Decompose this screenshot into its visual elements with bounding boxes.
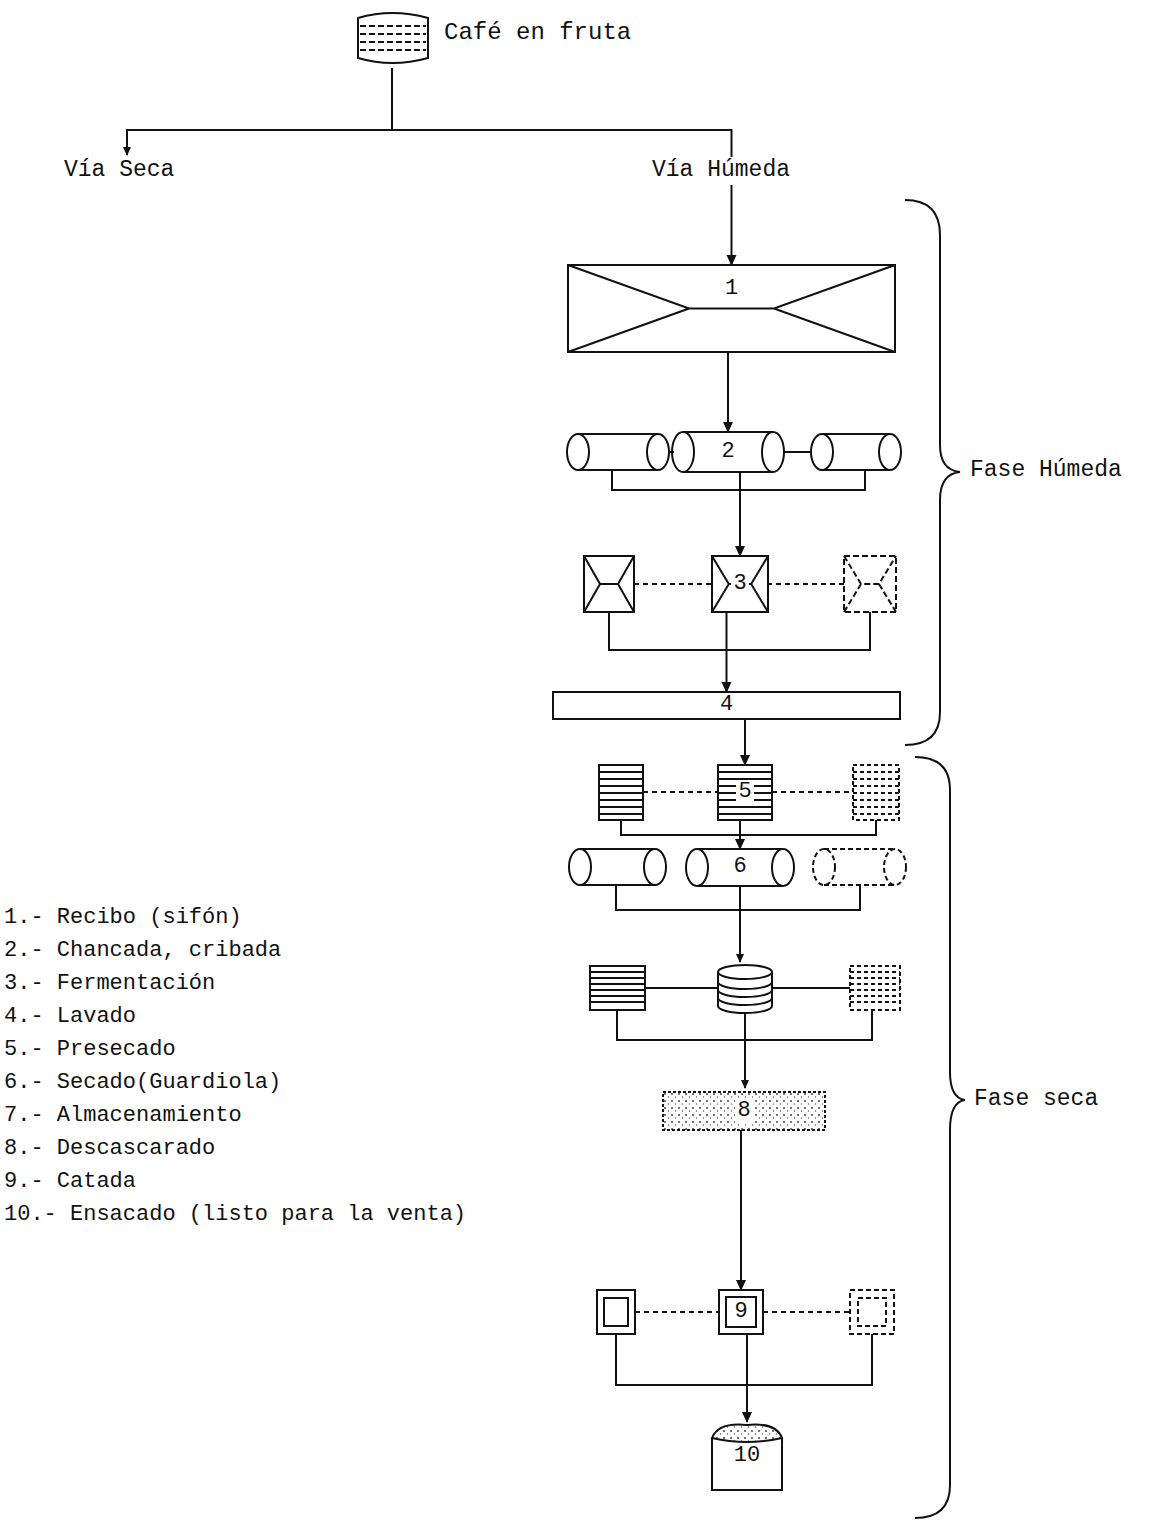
step-number: 10 xyxy=(732,1444,762,1468)
step-number: 1 xyxy=(723,277,740,301)
flow-arrow xyxy=(740,1130,742,1290)
legend-item: 10.- Ensacado (listo para la venta) xyxy=(2,1202,468,1228)
step-number: 8 xyxy=(735,1099,752,1123)
legend-item: 1.- Recibo (sifón) xyxy=(2,905,244,931)
legend-item: 5.- Presecado xyxy=(2,1037,178,1063)
phase-label: Fase Húmeda xyxy=(968,457,1124,485)
flow-arrow xyxy=(744,719,746,765)
branch-label: Vía Seca xyxy=(62,157,176,185)
cupping-station: 9 xyxy=(719,1290,763,1334)
input-label: Café en fruta xyxy=(350,8,680,68)
pulper-cylinder: 2 xyxy=(672,432,784,472)
predrying-patio: 5 xyxy=(718,765,772,820)
flow-arrow xyxy=(726,612,728,692)
step-number: 5 xyxy=(736,780,753,804)
guardiola-dryer: 6 xyxy=(686,849,794,886)
receiving-siphon: 1 xyxy=(568,265,895,352)
flow-arrow xyxy=(739,472,741,556)
legend-item: 4.- Lavado xyxy=(2,1004,138,1030)
flow-arrow xyxy=(727,352,729,432)
step-number: 2 xyxy=(719,440,736,464)
legend-item: 2.- Chancada, cribada xyxy=(2,938,283,964)
washing-channel: 4 xyxy=(553,692,900,719)
legend-item: 8.- Descascarado xyxy=(2,1136,217,1162)
legend-item: 9.- Catada xyxy=(2,1169,138,1195)
legend-item: 6.- Secado(Guardiola) xyxy=(2,1070,283,1096)
step-number: 3 xyxy=(731,572,748,596)
phase-label: Fase seca xyxy=(972,1086,1100,1114)
fermentation-tank: 3 xyxy=(712,556,768,612)
flow-arrow xyxy=(746,1334,748,1422)
legend-item: 3.- Fermentación xyxy=(2,971,217,997)
input-title: Café en fruta xyxy=(442,20,633,46)
coffee-bag: 10 xyxy=(708,1422,786,1490)
flow-arrow xyxy=(739,820,741,849)
step-number: 4 xyxy=(718,693,735,717)
huller-box: 8 xyxy=(663,1092,825,1130)
legend-item: 7.- Almacenamiento xyxy=(2,1103,244,1129)
step-number: 9 xyxy=(732,1300,749,1324)
branch-label: Vía Húmeda xyxy=(650,157,792,185)
step-number: 6 xyxy=(731,855,748,879)
